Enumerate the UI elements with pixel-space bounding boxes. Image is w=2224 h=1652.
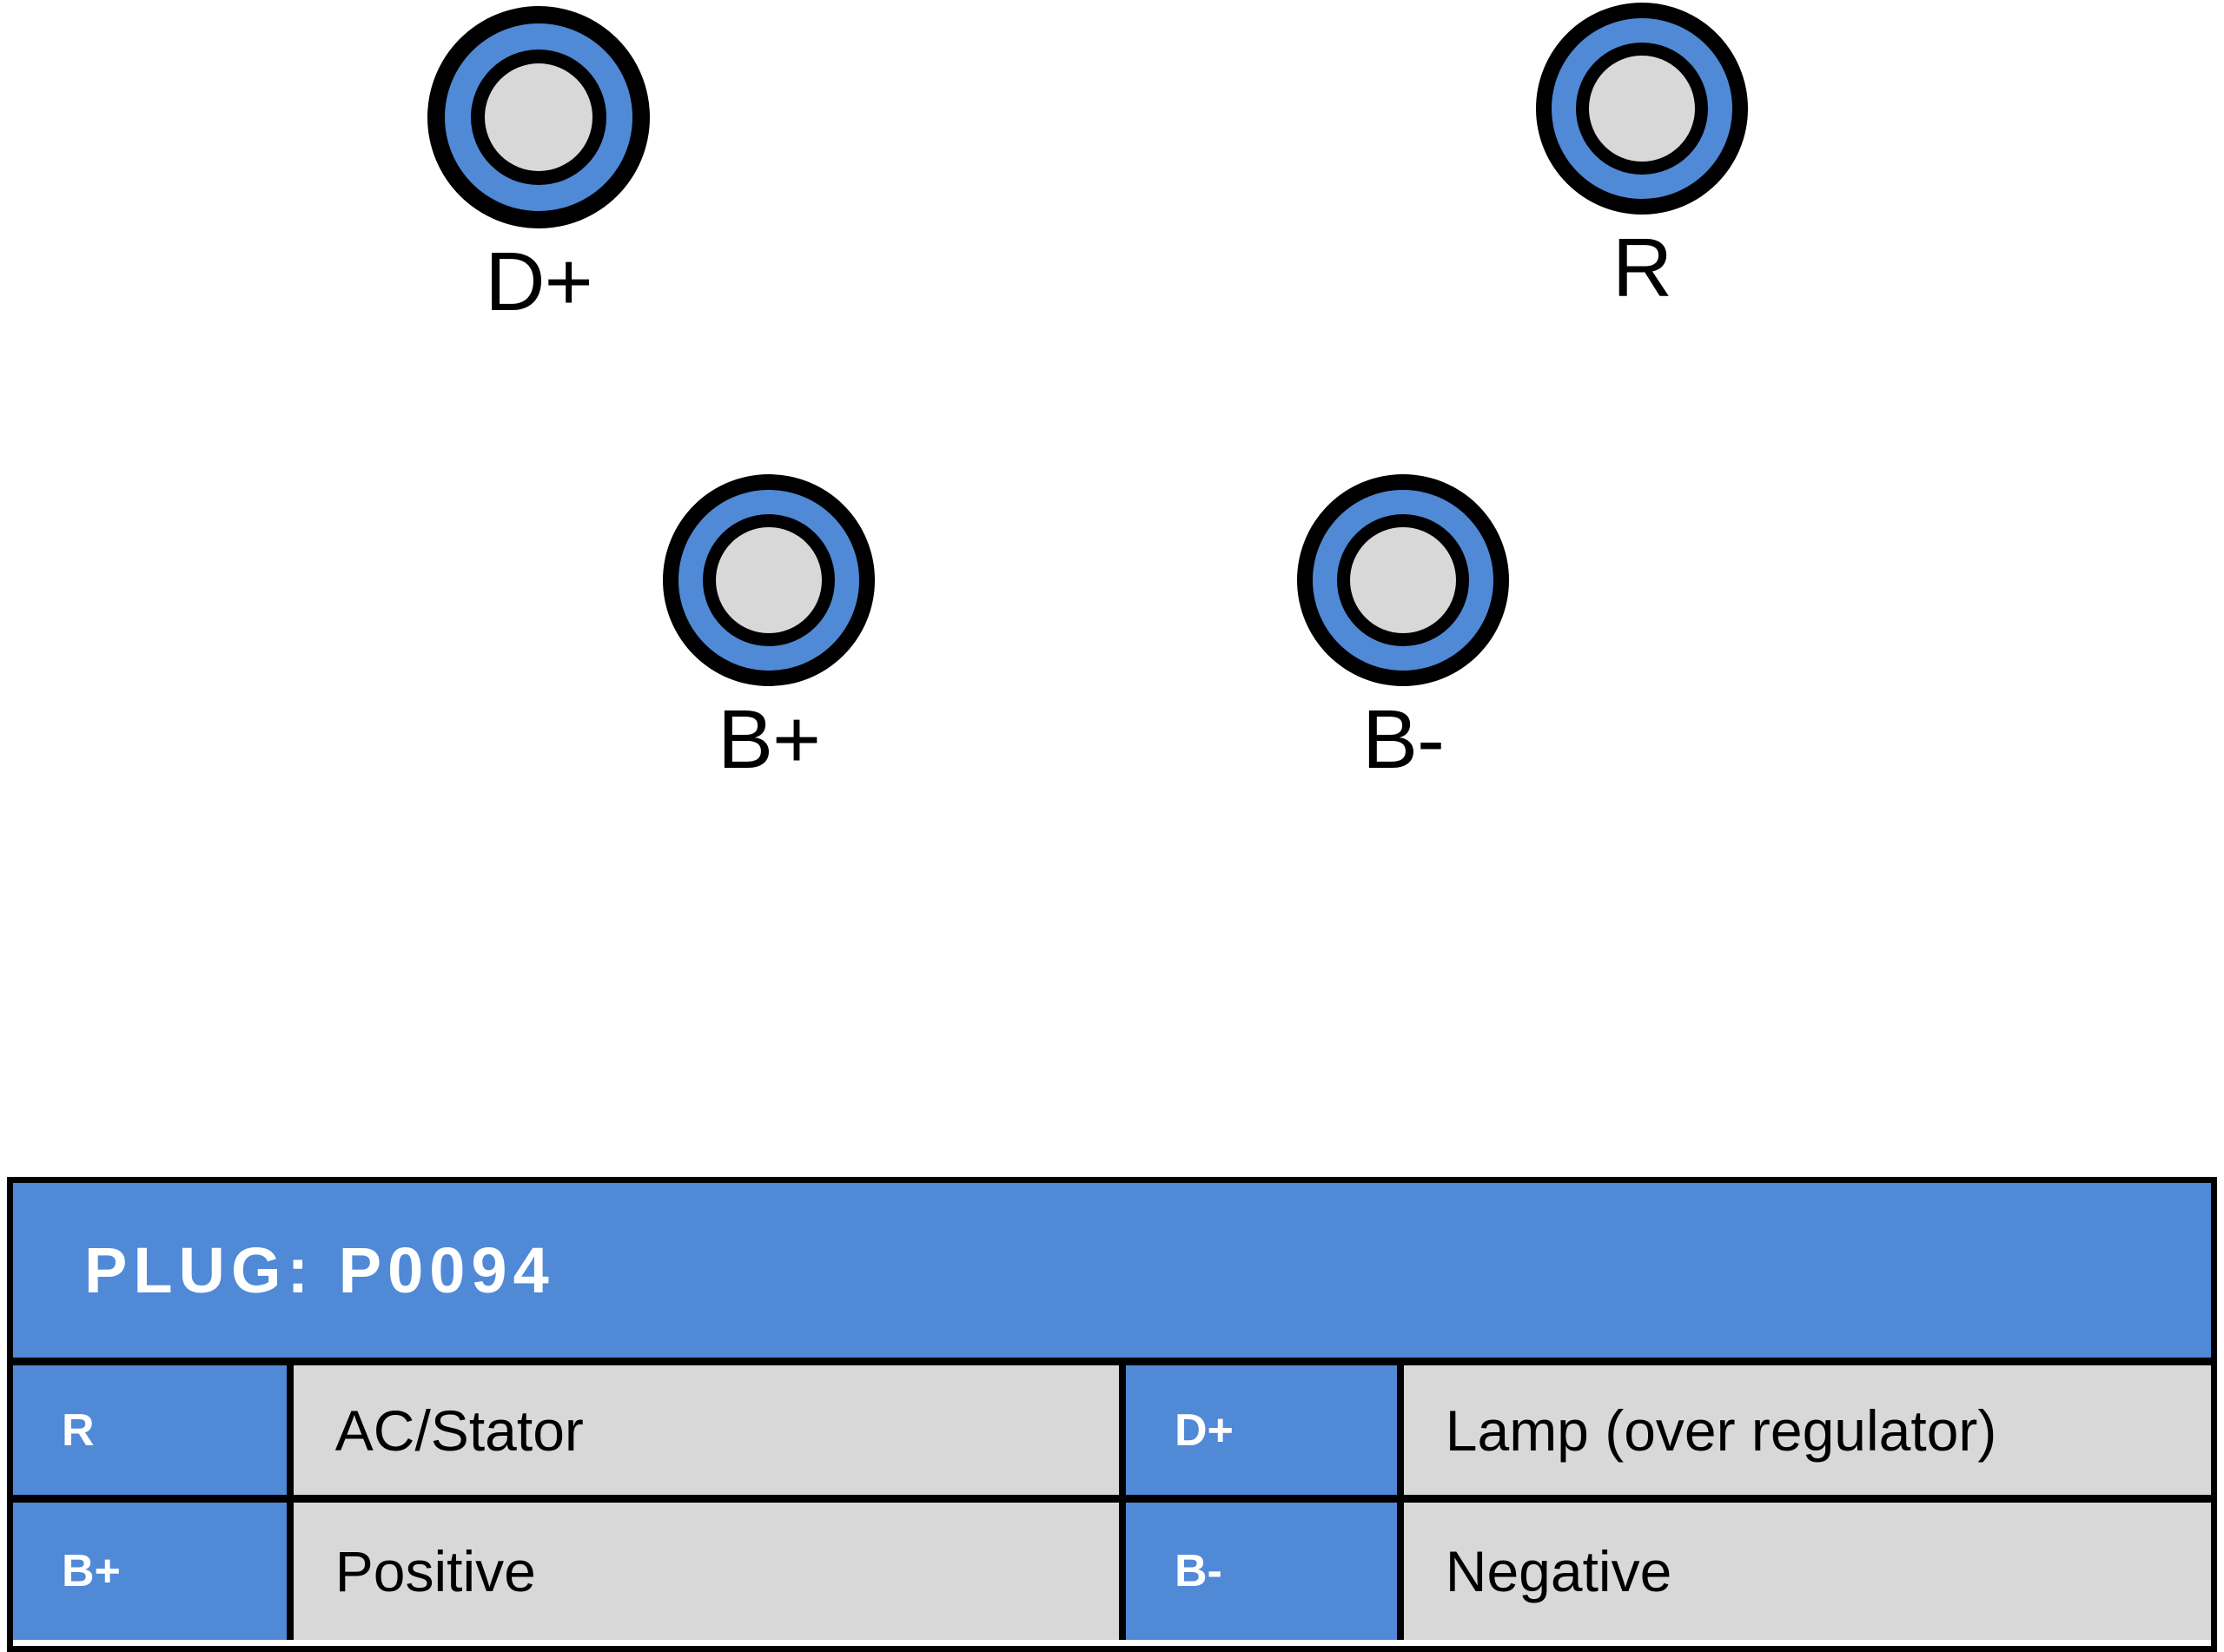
terminal-ring-blue-b-minus <box>1313 490 1493 671</box>
terminal-label-b-minus: B- <box>1362 693 1445 786</box>
terminal-label-b-plus: B+ <box>717 693 821 786</box>
terminal-core-d-plus <box>485 63 592 171</box>
terminal-label-r: R <box>1612 221 1672 314</box>
pin-label-b-minus: B- <box>1126 1503 1397 1640</box>
pin-description-b-plus: Positive <box>286 1503 1126 1640</box>
terminal-core-r <box>1589 56 1695 162</box>
pin-label-r: R <box>13 1365 287 1495</box>
pin-label-d-plus: D+ <box>1126 1365 1397 1495</box>
terminal-ring-outer-d-plus <box>427 6 650 228</box>
terminal-ring-inner-b-minus <box>1337 514 1469 646</box>
terminal-ring-blue-d-plus <box>445 23 632 211</box>
terminal-label-d-plus: D+ <box>485 235 592 328</box>
terminal-ring-inner-d-plus <box>471 50 606 185</box>
terminal-diagram: D+ R B+ <box>427 3 1748 782</box>
pin-description-d-plus: Lamp (over regulator) <box>1396 1365 2212 1495</box>
terminal-ring-inner-r <box>1576 43 1708 175</box>
table-header: PLUG: P0094 <box>13 1183 2211 1365</box>
table-row: B+ Positive B- Negative <box>13 1503 2212 1640</box>
terminal-ring-blue-b-plus <box>678 490 859 671</box>
terminal-ring-outer-r <box>1536 3 1748 215</box>
terminal-b-minus[interactable]: B- <box>1297 474 1509 782</box>
terminal-b-plus[interactable]: B+ <box>663 474 875 782</box>
terminal-core-b-minus <box>1350 527 1456 633</box>
pin-label-b-plus: B+ <box>13 1503 287 1640</box>
terminal-core-b-plus <box>716 527 822 633</box>
terminal-d-plus[interactable]: D+ <box>427 6 650 324</box>
pin-description-r: AC/Stator <box>286 1365 1126 1495</box>
pinout-table: PLUG: P0094 R AC/Stator D+ Lamp (over re… <box>7 1177 2217 1652</box>
terminal-ring-outer-b-plus <box>663 474 875 686</box>
terminal-ring-blue-r <box>1552 18 1732 199</box>
terminal-r[interactable]: R <box>1536 3 1748 310</box>
pin-description-b-minus: Negative <box>1396 1503 2212 1640</box>
terminal-ring-inner-b-plus <box>703 514 835 646</box>
terminal-ring-outer-b-minus <box>1297 474 1509 686</box>
table-row: R AC/Stator D+ Lamp (over regulator) <box>13 1365 2212 1503</box>
plug-title: PLUG: P0094 <box>84 1234 555 1306</box>
